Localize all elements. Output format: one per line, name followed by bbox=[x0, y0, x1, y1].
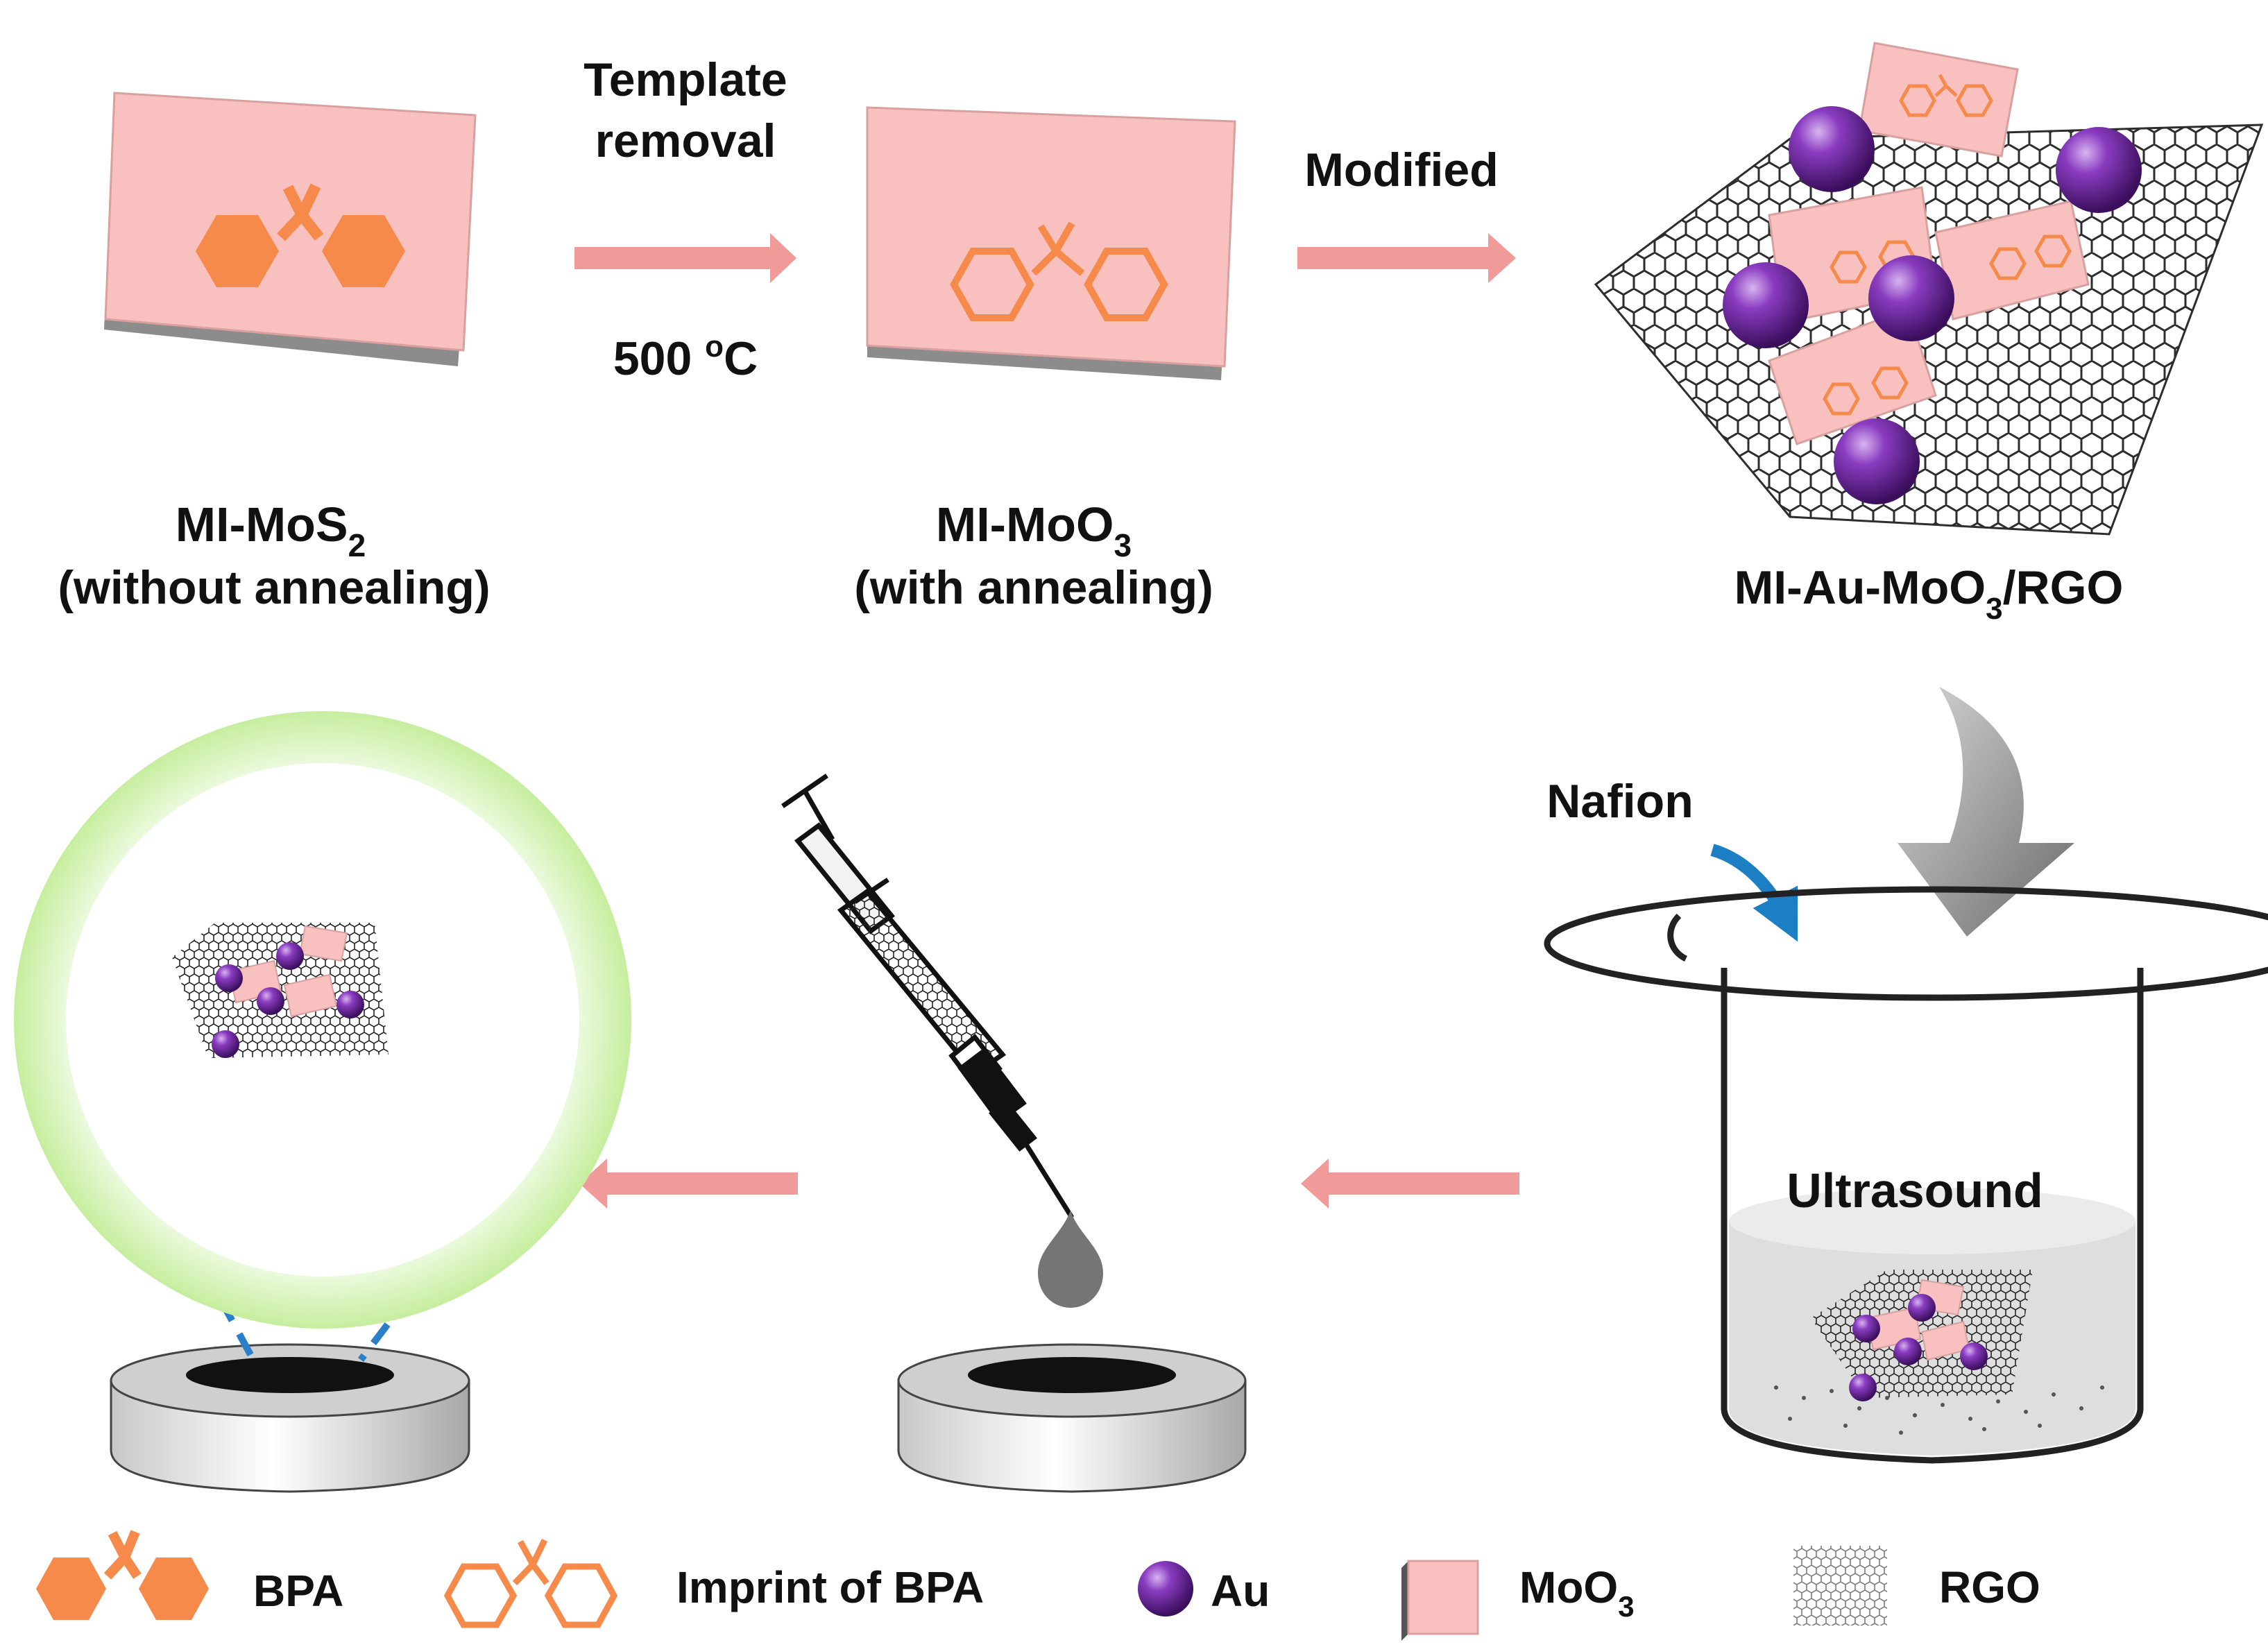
mos2-subtitle: (without annealing) bbox=[58, 561, 490, 614]
bpa-imprint-icon bbox=[950, 221, 1168, 321]
zoom-circle bbox=[14, 711, 631, 1329]
arrow-drop-to-electrode bbox=[579, 1159, 798, 1209]
arrow-template-removal bbox=[574, 233, 796, 283]
nafion-label: Nafion bbox=[1546, 775, 1694, 828]
arrow-modified bbox=[1297, 233, 1516, 283]
nafion-arrow bbox=[1710, 844, 1798, 942]
grey-curved-arrow bbox=[1898, 687, 2074, 937]
legend-imprint-icon bbox=[443, 1539, 618, 1628]
legend-moo3-label: MoO3 bbox=[1519, 1562, 1635, 1623]
composite-illustration bbox=[1594, 42, 2264, 536]
legend-rgo-label: RGO bbox=[1939, 1562, 2040, 1612]
zoom-dashed-line-left bbox=[180, 1229, 257, 1362]
legend-au-icon bbox=[1138, 1561, 1193, 1616]
legend-moo3-icon bbox=[1401, 1560, 1479, 1641]
ultrasound-label: Ultrasound bbox=[1787, 1163, 2043, 1218]
modified-label: Modified bbox=[1304, 144, 1499, 196]
legend-bpa-icon bbox=[36, 1530, 209, 1620]
arrow-beaker-to-drop bbox=[1301, 1159, 1519, 1209]
legend-rgo-icon bbox=[1793, 1546, 1887, 1625]
template-removal-label-1: Template bbox=[583, 53, 787, 106]
legend-bpa-label: BPA bbox=[253, 1566, 343, 1616]
electrode-left bbox=[110, 1343, 470, 1493]
au-nanoparticles bbox=[1723, 106, 2142, 504]
moo3-sheet bbox=[866, 106, 1236, 380]
composite-title: MI-Au-MoO3/RGO bbox=[1734, 561, 2124, 626]
electrode-middle bbox=[897, 1343, 1247, 1493]
mos2-title: MI-MoS2 bbox=[176, 497, 366, 563]
legend-imprint-label: Imprint of BPA bbox=[676, 1562, 984, 1612]
moo3-title: MI-MoO3 bbox=[936, 497, 1132, 563]
syringe-icon bbox=[781, 774, 1074, 1219]
beaker bbox=[1544, 886, 2268, 1464]
mos2-sheet bbox=[104, 92, 477, 366]
legend-au-label: Au bbox=[1211, 1566, 1270, 1616]
template-removal-label-2: removal bbox=[595, 114, 776, 167]
droplet-icon bbox=[1038, 1211, 1103, 1308]
legend: BPA Imprint of BPA Au MoO3 RGO bbox=[36, 1530, 2040, 1641]
bpa-molecule-icon bbox=[196, 183, 405, 287]
temperature-label: 500 oC bbox=[613, 330, 758, 385]
moo3-subtitle: (with annealing) bbox=[854, 561, 1213, 614]
